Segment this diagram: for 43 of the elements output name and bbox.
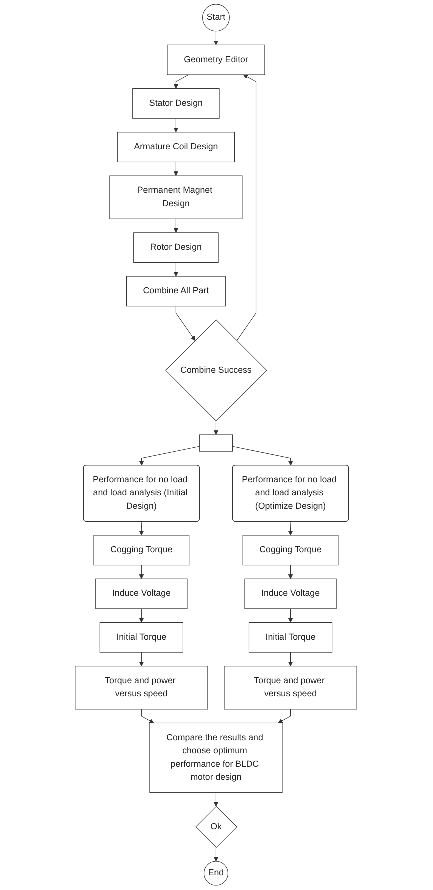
node-box: Permanent Magnet Design bbox=[110, 176, 243, 220]
arrow bbox=[278, 709, 292, 724]
node-diamond: Combine Success bbox=[166, 320, 268, 422]
arrow bbox=[288, 565, 294, 580]
node-box: Induce Voltage bbox=[96, 578, 188, 610]
arrow bbox=[214, 847, 219, 862]
arrow bbox=[174, 162, 179, 176]
arrow bbox=[232, 446, 294, 466]
arrow bbox=[288, 608, 294, 623]
arrow bbox=[236, 74, 257, 342]
node-box: Induce Voltage bbox=[244, 578, 338, 610]
arrow bbox=[214, 420, 219, 436]
arrow bbox=[288, 652, 294, 667]
node-box: Initial Torque bbox=[100, 622, 184, 653]
node-circle: End bbox=[204, 861, 229, 886]
arrow bbox=[140, 522, 144, 536]
node-box: Stator Design bbox=[132, 88, 220, 119]
arrow bbox=[142, 709, 154, 724]
arrow bbox=[140, 446, 200, 466]
arrow bbox=[140, 652, 144, 667]
arrow bbox=[174, 74, 190, 89]
arrow bbox=[214, 31, 219, 46]
node-box: Combine All Part bbox=[126, 276, 226, 307]
node-box: Torque and power versus speed bbox=[224, 666, 358, 710]
node-box bbox=[200, 434, 234, 452]
arrow bbox=[140, 565, 144, 580]
node-diamond: Ok bbox=[196, 806, 238, 848]
node-box: Armature Coil Design bbox=[118, 132, 236, 163]
arrow bbox=[214, 792, 219, 807]
node-box: Rotor Design bbox=[134, 232, 220, 263]
arrow bbox=[174, 262, 179, 277]
arrow bbox=[174, 218, 179, 234]
node-box: Cogging Torque bbox=[94, 535, 190, 566]
node-box: Geometry Editor bbox=[167, 44, 266, 76]
arrow bbox=[174, 118, 179, 133]
node-box: Initial Torque bbox=[249, 622, 333, 653]
arrow bbox=[288, 522, 294, 536]
node-box: Cogging Torque bbox=[243, 535, 339, 566]
node-circle: Start bbox=[202, 4, 230, 32]
arrow bbox=[140, 608, 144, 623]
node-box: Torque and power versus speed bbox=[75, 666, 208, 710]
node-box: Compare the results and choose optimum performance for BLDC motor design bbox=[150, 722, 284, 794]
arrow bbox=[176, 306, 196, 342]
